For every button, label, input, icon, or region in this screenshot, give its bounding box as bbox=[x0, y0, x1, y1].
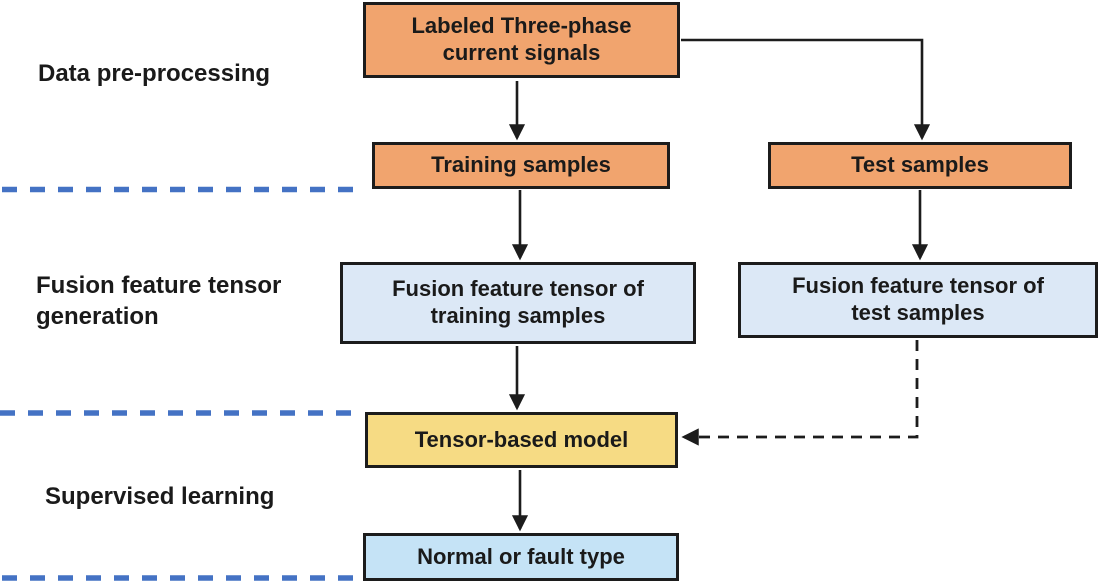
arrow-signals-to-test bbox=[681, 38, 931, 141]
stage-label-fusion-feature-tensor-generation: Fusion feature tensor generation bbox=[36, 272, 282, 331]
node-test-samples: Test samples bbox=[768, 142, 1072, 189]
stage-label-data-pre-processing: Data pre-processing bbox=[38, 60, 271, 87]
node-tensor-based-model: Tensor-based model bbox=[365, 412, 678, 468]
node-labeled-three-phase-current-signals: Labeled Three-phase current signals bbox=[363, 2, 680, 78]
node-fusion-feature-tensor-test: Fusion feature tensor of test samples bbox=[738, 262, 1098, 338]
node-training-samples: Training samples bbox=[372, 142, 670, 189]
dashed-arrow-fusiontest-to-model bbox=[681, 340, 919, 446]
node-fusion-feature-tensor-training: Fusion feature tensor of training sample… bbox=[340, 262, 696, 344]
stage-label-supervised-learning: Supervised learning bbox=[45, 483, 275, 510]
node-normal-or-fault-type: Normal or fault type bbox=[363, 533, 679, 581]
